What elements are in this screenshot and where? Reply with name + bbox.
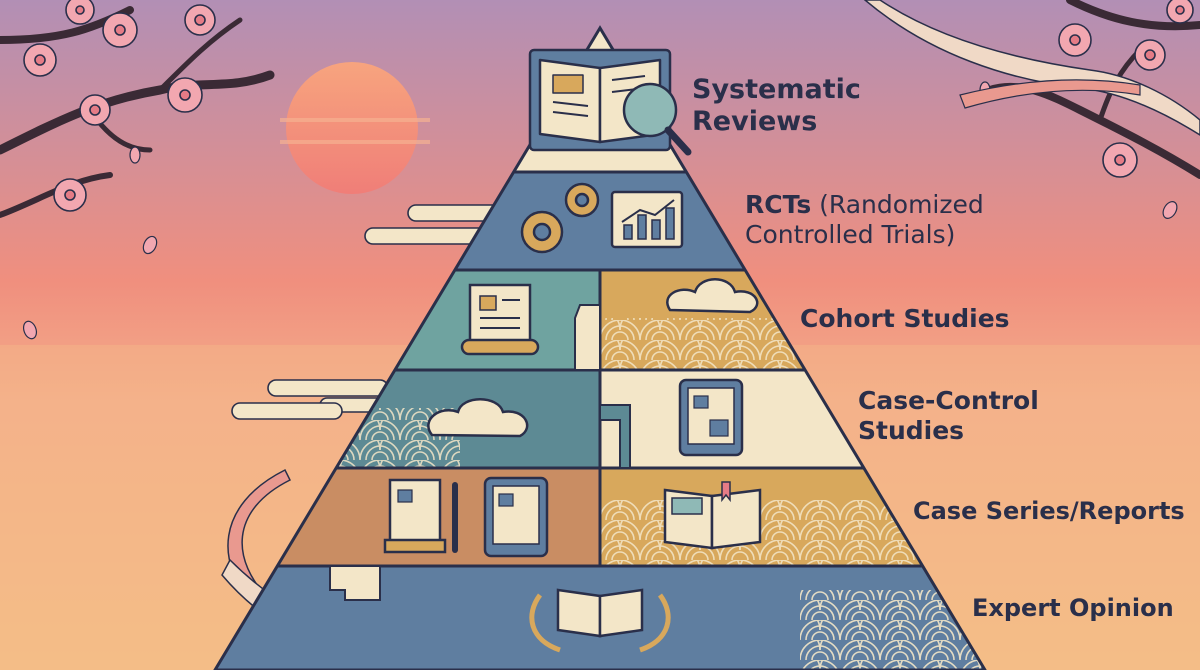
tablet-document-icon (483, 476, 549, 558)
label-rcts: RCTs (Randomized Controlled Trials) (745, 190, 984, 249)
sun-stripe (280, 140, 430, 144)
book-magnifier-icon (528, 48, 692, 156)
gears-icon (520, 182, 600, 254)
laurel-book-icon (529, 588, 671, 653)
open-book-icon (663, 481, 762, 550)
scroll-document-icon (460, 283, 540, 356)
label-line: Case Series/Reports (913, 497, 1185, 525)
sun-stripe (280, 118, 430, 122)
label-line: Case-Control (858, 386, 1039, 415)
sun (286, 62, 418, 194)
book-pen-icon (383, 478, 458, 554)
falling-petals (22, 81, 1178, 340)
sky-cloud-bars-2 (231, 379, 396, 420)
cloud-icon (666, 278, 759, 314)
cloud-icon (427, 398, 529, 438)
label-case-series-reports: Case Series/Reports (913, 497, 1185, 525)
pyramid-outline (213, 25, 987, 670)
label-line: Controlled Trials) (745, 219, 956, 249)
label-line: Cohort Studies (800, 304, 1010, 333)
chart-icon (610, 190, 684, 249)
label-rcts-paren: (Randomized (811, 190, 984, 219)
label-line: Systematic (692, 74, 861, 105)
label-line: Studies (858, 415, 965, 445)
label-expert-opinion: Expert Opinion (972, 594, 1174, 622)
label-rcts-abbrev: RCTs (745, 190, 812, 219)
label-cohort-studies: Cohort Studies (800, 304, 1010, 334)
label-line: Expert Opinion (972, 594, 1174, 622)
cherry-branch-left (0, 6, 275, 218)
ribbon-top-right-pink (959, 79, 1141, 109)
label-line: RCTs (Randomized (745, 190, 984, 220)
label-systematic-reviews: Systematic Reviews (692, 74, 861, 138)
cherry-blossoms-right (1058, 0, 1194, 178)
cherry-blossoms-left (23, 0, 216, 212)
ribbon-top-right (863, 0, 1200, 136)
label-case-control-studies: Case-Control Studies (858, 386, 1039, 445)
label-line: Reviews (692, 105, 818, 137)
tablet-document-icon (678, 378, 744, 457)
